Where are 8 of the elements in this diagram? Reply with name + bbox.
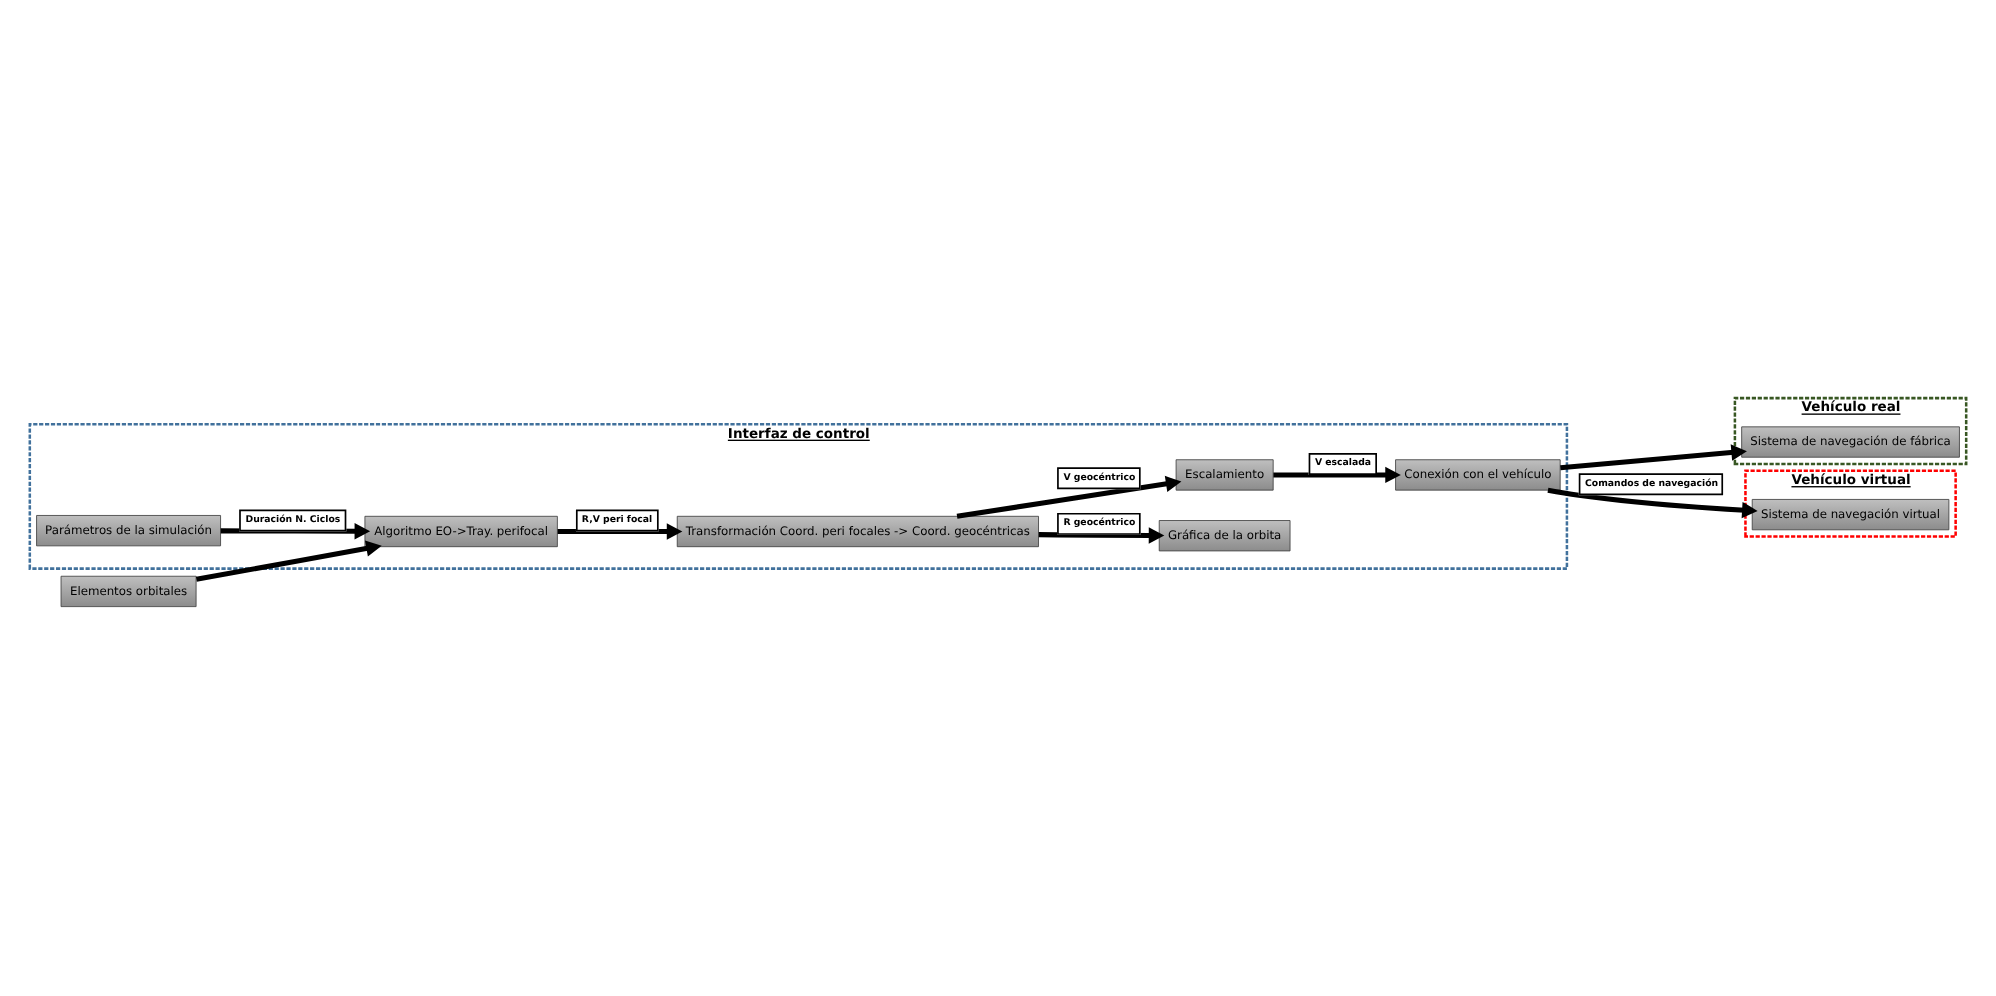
arrow — [195, 539, 382, 581]
arrow — [1038, 526, 1165, 543]
arrow — [956, 474, 1182, 518]
arrow — [1547, 486, 1758, 518]
arrow — [220, 522, 371, 539]
arrow — [1273, 465, 1401, 483]
arrow — [557, 522, 683, 539]
arrow — [1560, 443, 1747, 470]
